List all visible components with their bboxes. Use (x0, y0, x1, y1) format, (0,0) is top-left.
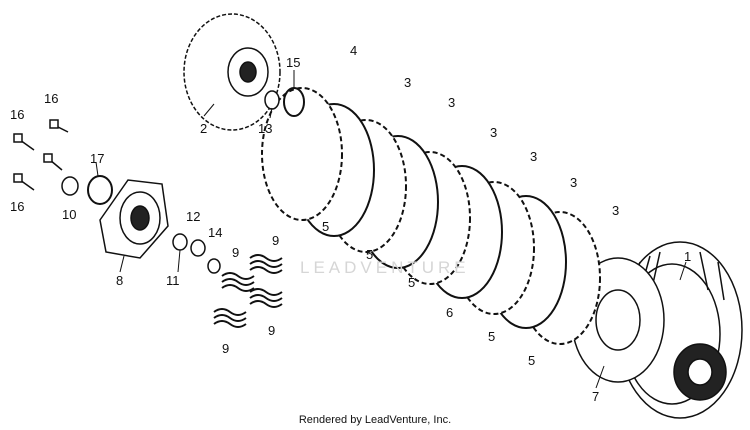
callout-5: 5 (488, 329, 496, 344)
callout-3: 3 (570, 175, 578, 190)
callout-5: 5 (528, 353, 536, 368)
callout-12: 12 (186, 209, 201, 224)
watermark: LEADVENTURE (300, 258, 470, 277)
bolts (13, 119, 69, 191)
leader-lines (95, 70, 687, 389)
callout-9: 9 (268, 323, 276, 338)
callout-10: 10 (62, 207, 77, 222)
callout-1: 1 (684, 249, 692, 264)
clutch-disc-stack (261, 87, 601, 345)
callout-16: 16 (44, 91, 59, 106)
callout-9: 9 (222, 341, 230, 356)
lifter-plate (99, 179, 169, 259)
clutch-center (183, 13, 281, 131)
callout-14: 14 (208, 225, 223, 240)
footer-credit: Rendered by LeadVenture, Inc. (298, 414, 452, 426)
ring (207, 258, 221, 274)
callout-3: 3 (448, 95, 456, 110)
callout-7: 7 (592, 389, 600, 404)
callout-5: 5 (322, 219, 330, 234)
callout-13: 13 (258, 121, 273, 136)
callout-4: 4 (350, 43, 358, 58)
callout-2: 2 (200, 121, 208, 136)
nut (190, 239, 206, 257)
callout-16: 16 (10, 107, 25, 122)
callout-3: 3 (612, 203, 620, 218)
callout-3: 3 (404, 75, 412, 90)
callout-11: 11 (166, 273, 180, 288)
callout-9: 9 (272, 233, 280, 248)
callout-15: 15 (286, 55, 301, 70)
callout-5: 5 (408, 275, 416, 290)
callout-9: 9 (232, 245, 240, 260)
bearing (87, 175, 113, 205)
callout-16: 16 (10, 199, 25, 214)
lock-washer (264, 90, 280, 110)
clutch-springs (213, 254, 283, 328)
callout-8: 8 (116, 273, 124, 288)
washer (61, 176, 79, 196)
callout-17: 17 (90, 151, 105, 166)
nut (172, 233, 188, 251)
callout-5: 5 (366, 247, 374, 262)
callout-3: 3 (490, 125, 498, 140)
callout-6: 6 (446, 305, 454, 320)
callout-3: 3 (530, 149, 538, 164)
